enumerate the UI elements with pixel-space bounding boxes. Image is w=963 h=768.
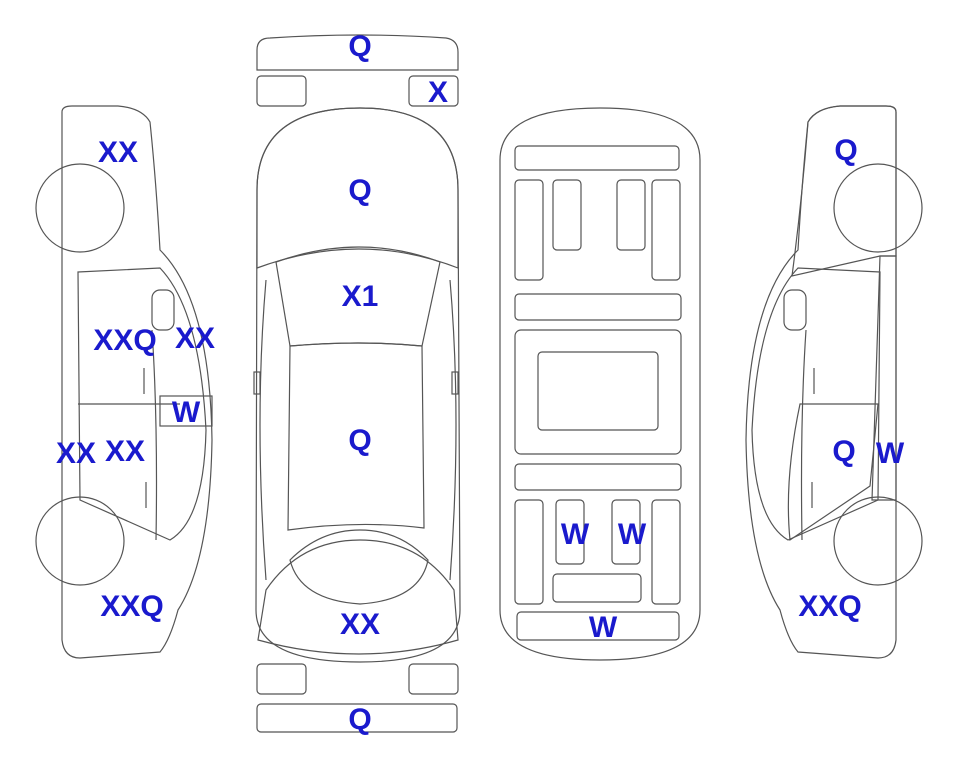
right-mirror-top bbox=[451, 371, 459, 395]
interior-rear-panel-label: W bbox=[589, 611, 618, 644]
interior-rear-panel bbox=[516, 611, 680, 641]
right-pillar-panel bbox=[871, 255, 897, 501]
left-front-wheel bbox=[35, 163, 125, 253]
dash-panel bbox=[514, 145, 680, 171]
left-mirror-label: W bbox=[172, 396, 201, 429]
rear-bumper-label: Q bbox=[348, 703, 371, 736]
console-frame bbox=[514, 329, 682, 455]
right-front-door-label: Q bbox=[832, 435, 855, 468]
right-rear-quarter-label: XXQ bbox=[798, 590, 861, 623]
rear-left-seat-outer bbox=[514, 499, 544, 605]
left-mirror-top bbox=[253, 371, 261, 395]
left-side-view: XX XXQ XX W XX XX XXQ bbox=[35, 105, 215, 659]
left-rear-wheel bbox=[35, 496, 125, 586]
windshield-label: X1 bbox=[342, 280, 379, 313]
roof-panel bbox=[287, 342, 425, 531]
right-side-view: Q Q W XXQ bbox=[745, 105, 923, 659]
hood-label: Q bbox=[348, 174, 371, 207]
left-mirror-panel bbox=[159, 395, 213, 427]
front-left-seat-outer bbox=[514, 179, 544, 281]
left-rear-door-label: XX bbox=[105, 435, 145, 468]
left-front-door-label: XXQ bbox=[93, 324, 156, 357]
front-right-small-label: X bbox=[428, 76, 448, 109]
left-window bbox=[151, 289, 175, 331]
front-bumper-panel bbox=[256, 34, 459, 71]
rear-right-small-panel bbox=[408, 663, 459, 695]
left-rocker-label: XX bbox=[56, 437, 96, 470]
rear-bench bbox=[552, 573, 642, 603]
front-left-seat bbox=[552, 179, 582, 251]
right-upper-panel bbox=[791, 105, 897, 277]
left-rear-quarter-label: XXQ bbox=[100, 590, 163, 623]
rear-window-panel bbox=[257, 539, 459, 655]
hood-panel bbox=[256, 107, 459, 269]
right-side-body bbox=[745, 105, 897, 659]
left-door-line bbox=[151, 329, 158, 541]
right-rear-wheel bbox=[833, 496, 923, 586]
mid-bar-1 bbox=[514, 293, 682, 321]
interior-seat-right-label: W bbox=[618, 518, 647, 551]
front-bumper-label: Q bbox=[348, 30, 371, 63]
front-left-small-panel bbox=[256, 75, 307, 107]
right-window bbox=[783, 289, 807, 331]
left-pillar-line bbox=[259, 279, 267, 581]
rear-right-seat-outer bbox=[651, 499, 681, 605]
mid-bar-2 bbox=[514, 463, 682, 491]
rear-window-label: XX bbox=[340, 608, 380, 641]
front-right-seat-outer bbox=[651, 179, 681, 281]
left-a-pillar-label: XX bbox=[175, 322, 215, 355]
interior-seat-right-panel bbox=[611, 499, 641, 565]
interior-outline bbox=[499, 107, 701, 661]
interior-view: W W W bbox=[499, 107, 701, 661]
front-right-small-panel bbox=[408, 75, 459, 107]
top-view: Q X Q X1 Q XX Q bbox=[253, 30, 461, 736]
rear-bumper-panel bbox=[256, 703, 458, 733]
right-pillar-line bbox=[449, 279, 457, 581]
right-side-cabin bbox=[751, 267, 881, 541]
left-side-cabin bbox=[77, 267, 207, 541]
right-door-line bbox=[800, 329, 807, 541]
right-front-fender-label: Q bbox=[834, 134, 857, 167]
left-side-body bbox=[61, 105, 213, 659]
right-front-door-panel bbox=[787, 403, 879, 542]
front-right-seat bbox=[616, 179, 646, 251]
rear-window-glass bbox=[289, 529, 429, 605]
right-pillar-label: W bbox=[876, 437, 905, 470]
rear-left-small-panel bbox=[256, 663, 307, 695]
console-center bbox=[537, 351, 659, 431]
left-front-fender-label: XX bbox=[98, 136, 138, 169]
roof-label: Q bbox=[348, 424, 371, 457]
interior-seat-left-label: W bbox=[561, 518, 590, 551]
right-front-wheel bbox=[833, 163, 923, 253]
interior-seat-left-panel bbox=[555, 499, 585, 565]
